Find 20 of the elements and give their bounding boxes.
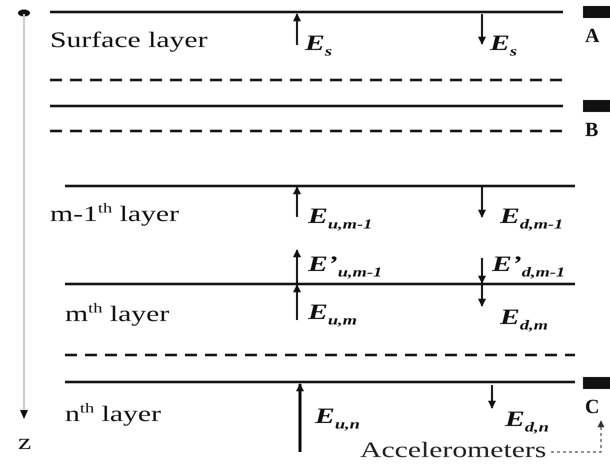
field-symbol: E$_{d,m}$ [500, 305, 548, 329]
field-symbol: E’$_{u,m-1}$ [308, 252, 382, 276]
layer-label: m$^{th}$ layer [65, 302, 170, 326]
field-symbol: E$_{s}$ [305, 31, 332, 55]
layer-label: m-1$^{th}$ layer [50, 202, 179, 226]
field-symbol: E$_{u,m}$ [308, 300, 357, 324]
field-symbol: E$_{u,m-1}$ [308, 204, 372, 228]
field-symbol: E’$_{d,m-1}$ [492, 252, 566, 276]
axis-label: z [18, 430, 32, 454]
field-symbol: E$_{d,m-1}$ [500, 204, 564, 228]
sensor-label: B [585, 119, 598, 141]
leader-text: Accelerometers [360, 438, 546, 462]
layer-label: n$^{th}$ layer [65, 402, 161, 426]
field-symbol: E$_{d,n}$ [505, 407, 549, 431]
field-symbol: E$_{u,n}$ [315, 404, 360, 428]
field-symbol: E$_{s}$ [490, 31, 517, 55]
leader-line [551, 420, 604, 453]
layer-label: Surface layer [50, 28, 208, 52]
sensor-label: A [585, 25, 600, 47]
sensor-label: C [585, 396, 600, 418]
